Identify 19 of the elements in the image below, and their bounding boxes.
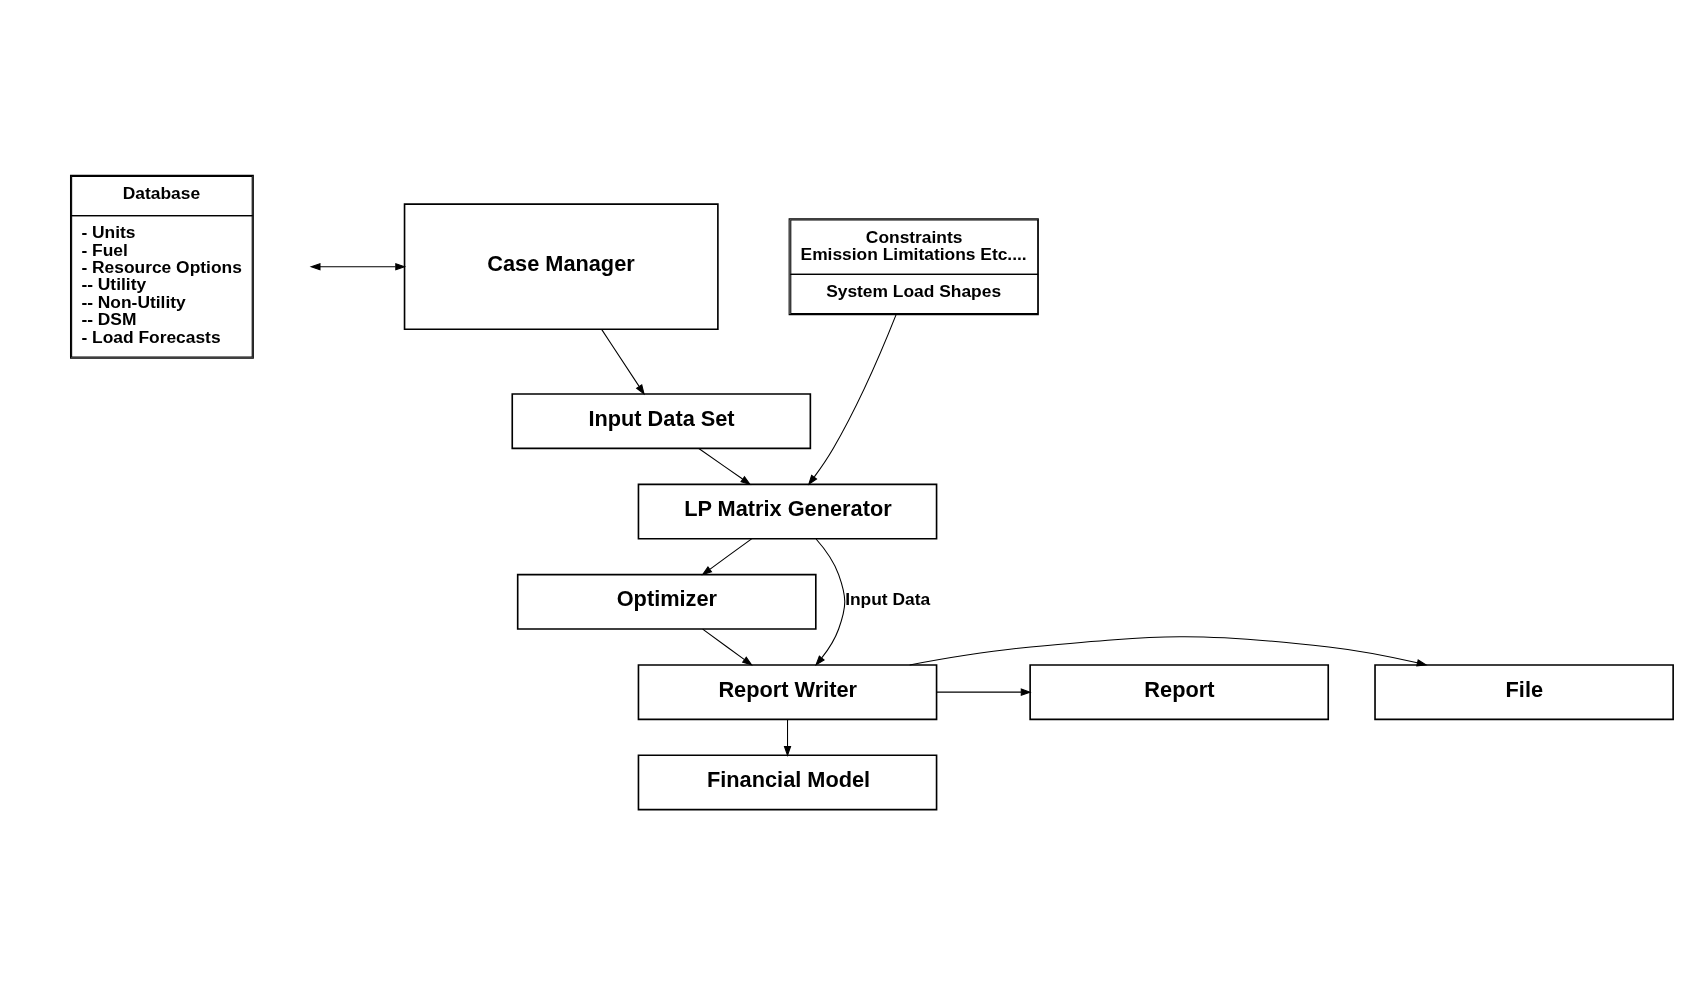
arrow: [936, 687, 1032, 696]
edge-label: Input Data: [845, 588, 931, 609]
arrow: [698, 447, 752, 485]
node-box: File: [1374, 663, 1674, 720]
node-box: Report Writer: [637, 663, 938, 720]
arrow: [909, 635, 1428, 666]
node-box: Report: [1029, 663, 1330, 720]
arrow: [807, 313, 897, 485]
node-box: Financial Model: [637, 753, 938, 810]
arrow: [309, 262, 407, 271]
arrow: [701, 537, 753, 575]
node-box: LP Matrix Generator: [637, 483, 938, 540]
node-box: Input Data Set: [511, 392, 812, 449]
arrow: [702, 628, 753, 666]
node-box: Case Manager: [403, 202, 719, 330]
arrow: [601, 328, 645, 395]
arrow: [783, 718, 792, 757]
arrow: [815, 537, 846, 666]
node-box: Optimizer: [516, 573, 817, 630]
